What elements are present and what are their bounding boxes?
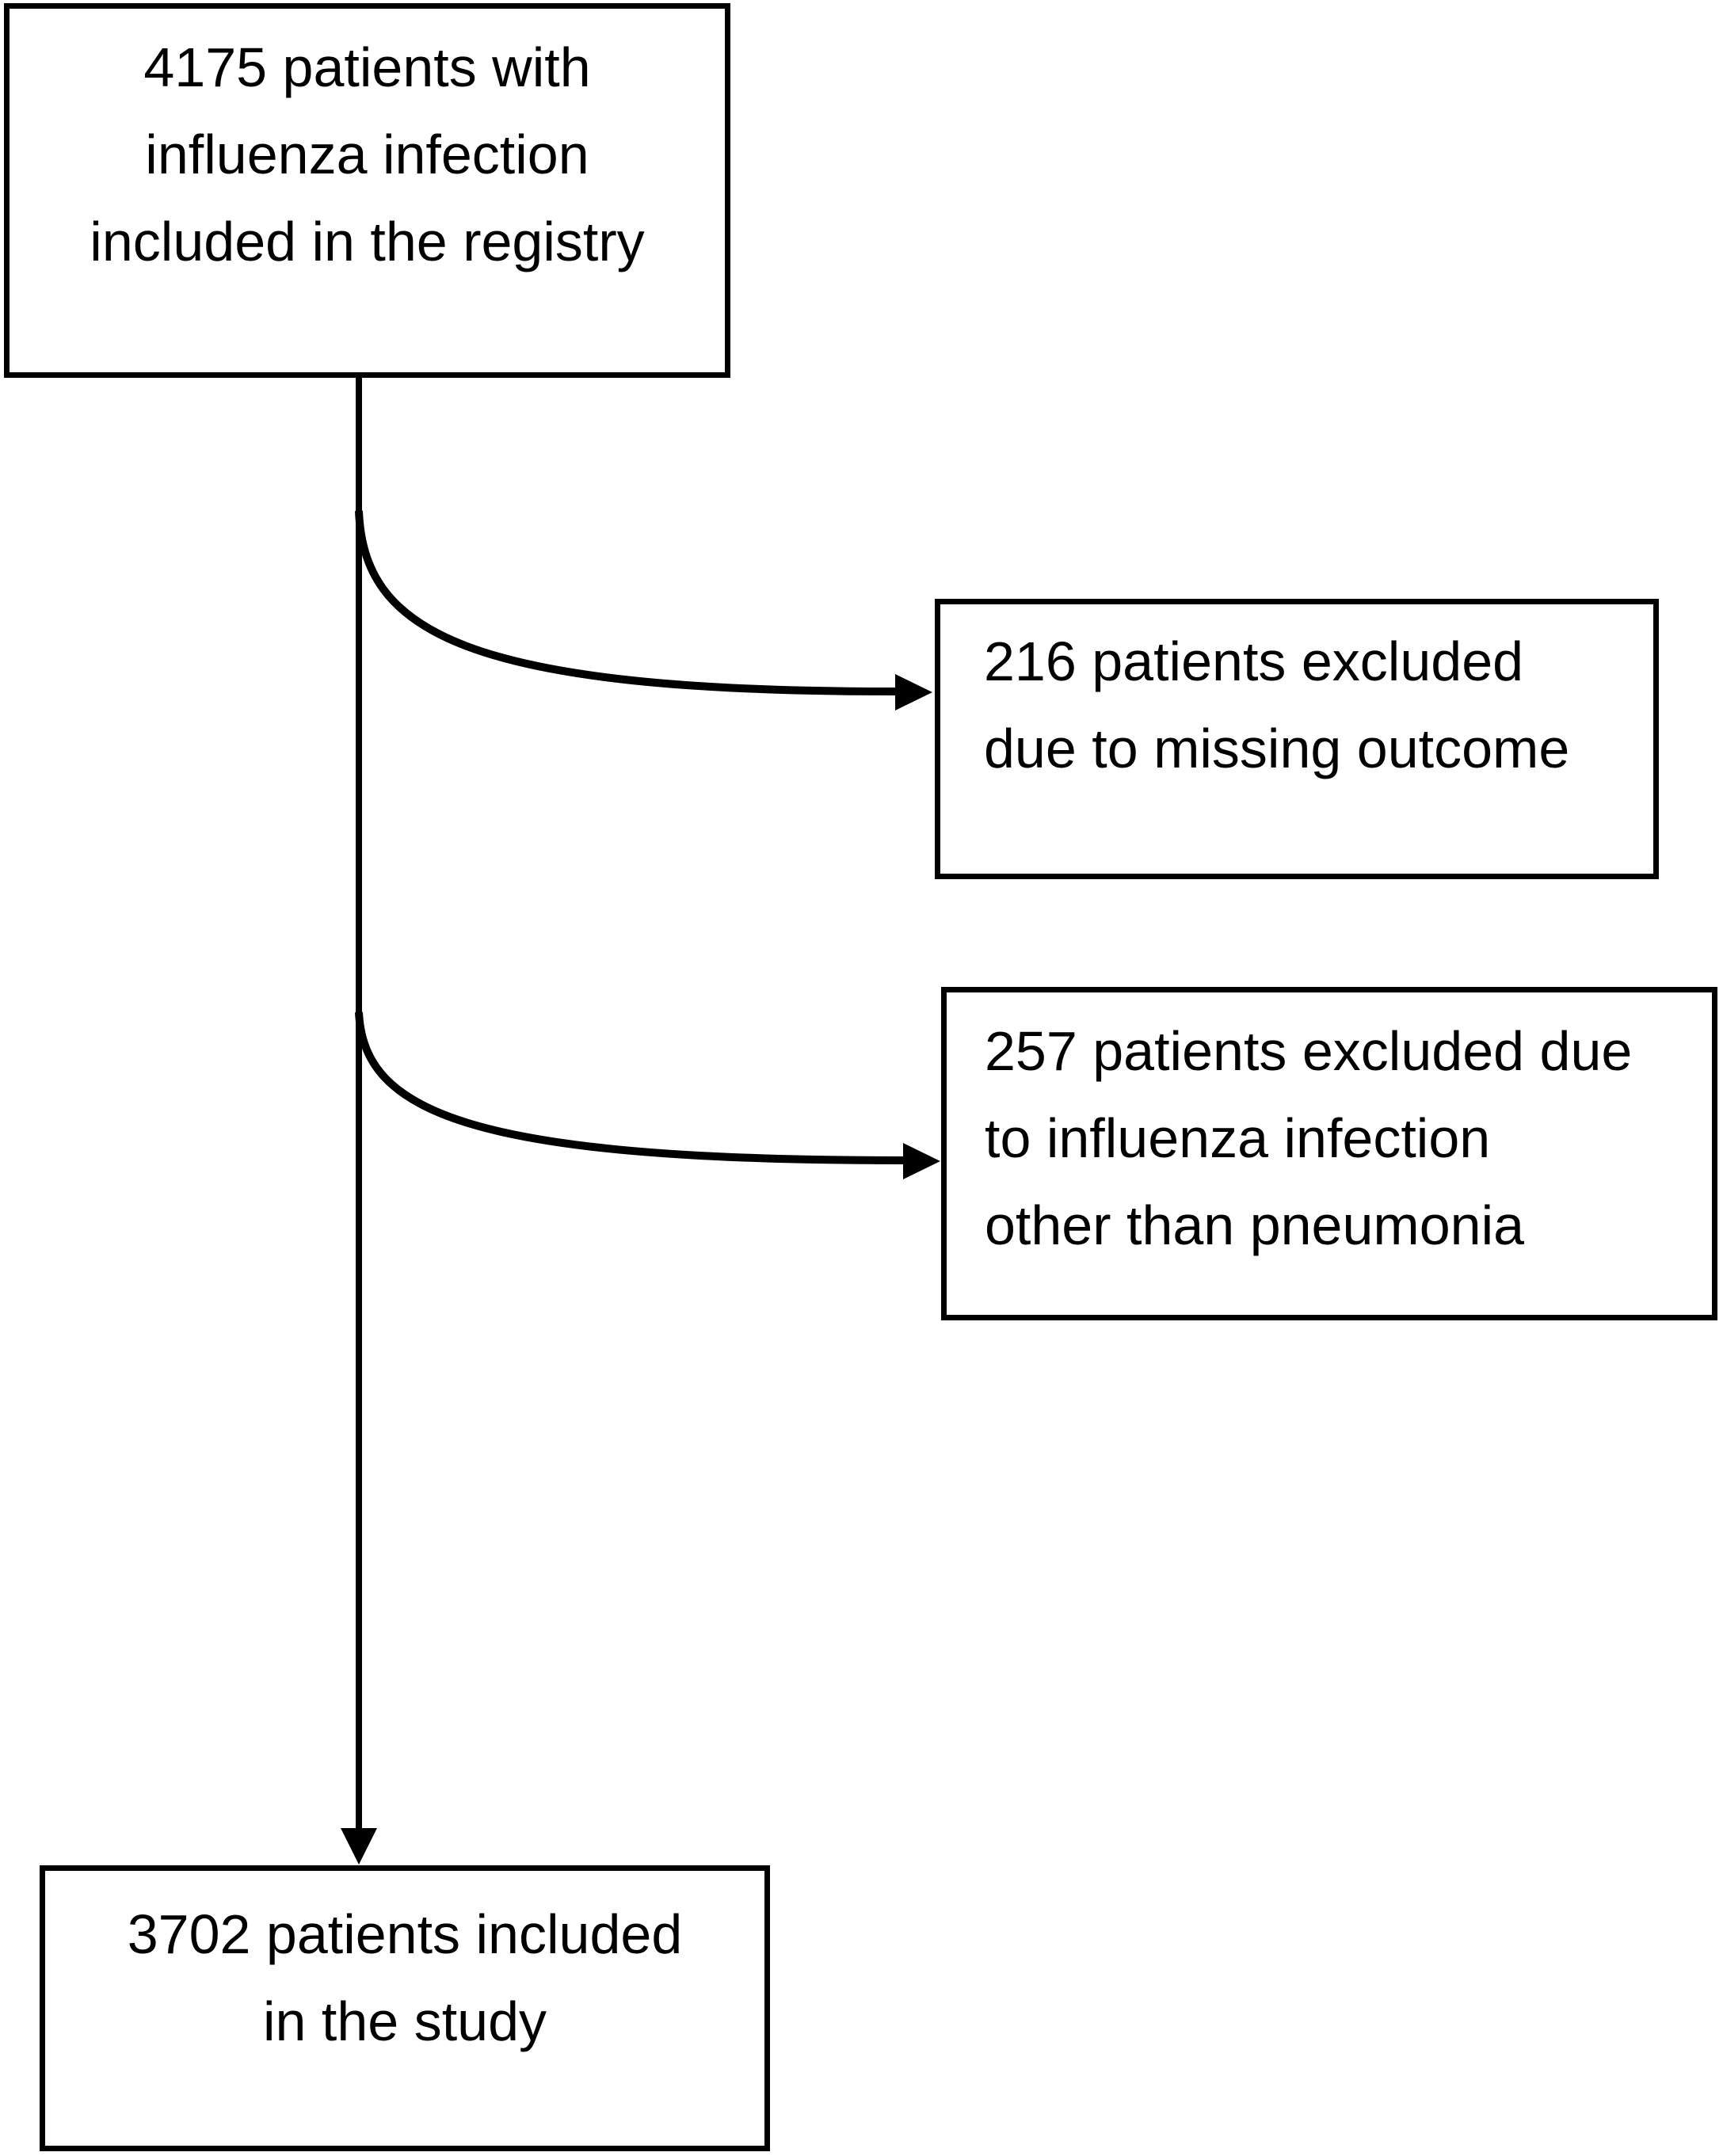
box-excluded-missing-outcome-line-1: 216 patients excluded [984,630,1524,692]
box-registry-line-3: included in the registry [90,211,645,272]
box-included-study-line-1: 3702 patients included [127,1903,683,1965]
right-arrowhead-missing-outcome [895,674,932,710]
box-excluded-non-pneumonia-line-2: to influenza infection [985,1107,1491,1169]
box-excluded-non-pneumonia-line-1: 257 patients excluded due [985,1020,1633,1082]
box-excluded-missing-outcome-line-2: due to missing outcome [984,718,1570,779]
right-arrowhead-non-pneumonia [903,1143,940,1179]
exclusion-connector-non-pneumonia [355,1011,904,1164]
box-excluded-non-pneumonia-line-3: other than pneumonia [985,1194,1525,1256]
box-registry: 4175 patients with influenza infection i… [4,3,730,378]
down-arrowhead [341,1828,377,1865]
box-included-study: 3702 patients included in the study [40,1865,770,2151]
box-registry-line-2: influenza infection [145,124,589,185]
box-excluded-non-pneumonia: 257 patients excluded due to influenza i… [941,987,1717,1320]
exclusion-connector-missing-outcome [355,510,896,695]
box-registry-line-1: 4175 patients with [143,36,591,98]
box-included-study-line-2: in the study [263,1990,547,2052]
box-excluded-missing-outcome: 216 patients excluded due to missing out… [935,599,1659,879]
